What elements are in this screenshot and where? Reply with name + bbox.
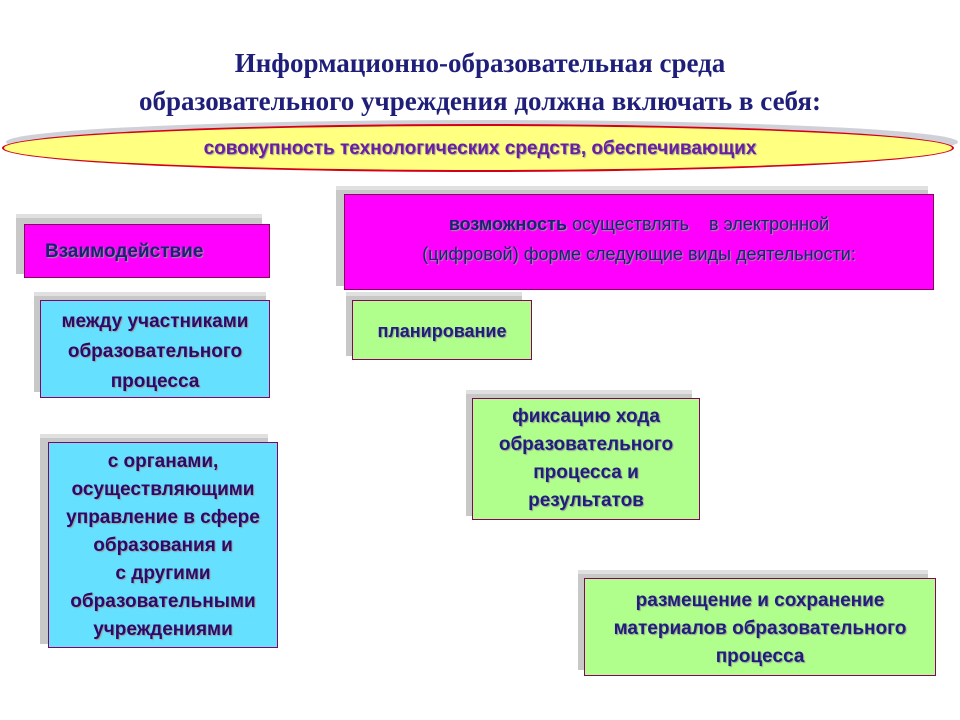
fixation-line-1: фиксацию хода [512,406,660,427]
right-header-line-1: возможность осуществлять в электронной [345,209,933,239]
storage-line-3: процесса [715,646,805,667]
fixation-line-4: результатов [528,490,644,511]
fixation-line-3: процесса и [533,462,639,483]
right-header-rest: осуществлять в электронной [572,214,830,234]
left-box2-line-1: с органами, [107,451,219,472]
left-box1-line-1: между участниками [61,311,249,332]
left-box2-line-5: с другими [115,563,211,584]
storage-line-2: материалов образовательного [613,618,907,639]
banner-text: совокупность технологических средств, об… [203,138,757,159]
title-line-2: образовательного учреждения должна включ… [138,86,821,116]
planning-box: планирование [352,300,532,360]
left-box1-line-2: образовательного [67,341,243,362]
left-header-label: Взаимодействие [45,241,204,262]
planning-label: планирование [377,321,507,341]
title-line-1: Информационно-образовательная среда [234,48,726,78]
right-header-bold: возможность [448,214,568,234]
fixation-box: фиксацию хода образовательного процесса … [472,398,700,520]
left-box2: с органами, осуществляющими управление в… [48,442,278,648]
left-box1-line-3: процесса [110,371,200,392]
left-header-box: Взаимодействие [24,224,270,278]
left-box1: между участниками образовательного проце… [40,300,270,398]
banner-ellipse [2,124,954,172]
left-box2-line-7: учреждениями [93,619,233,640]
diagram-title: Информационно-образовательная среда обра… [0,44,960,120]
fixation-line-2: образовательного [498,434,674,455]
storage-box: размещение и сохранение материалов образ… [584,578,936,676]
right-header-line-2: (цифровой) форме следующие виды деятельн… [422,244,856,264]
left-box2-line-6: образовательными [70,591,256,612]
storage-line-1: размещение и сохранение [635,590,885,611]
right-header-box: возможность осуществлять в электронной (… [344,194,934,290]
left-box2-line-3: управление в сфере [66,507,260,528]
left-box2-line-2: осуществляющими [71,479,255,500]
left-box2-line-4: образования и [93,535,233,556]
